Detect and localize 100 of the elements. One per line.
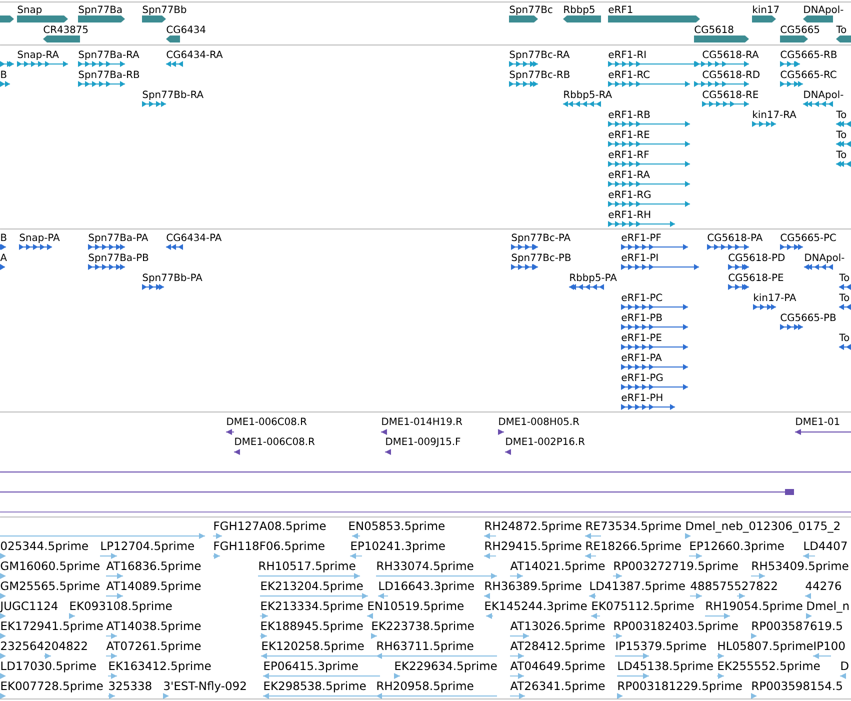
feature-label: To (836, 150, 846, 158)
feature-label: 44276 (806, 581, 842, 590)
feature-label: AT16836.5prime (106, 561, 201, 572)
feature-label: EK213334.5prime (261, 601, 363, 612)
feature-label: LP12704.5prime (101, 541, 194, 552)
feature-label: RP003272719.5prime (614, 561, 738, 572)
feature-label: LD41387.5prime (590, 581, 685, 592)
feature-label: RP003598154.5 (752, 681, 842, 690)
feature-label: DME1-008H05.R (499, 418, 580, 426)
feature-label: CG5618-RD (702, 70, 760, 78)
feature-label: RH20958.5prime (377, 681, 474, 692)
feature-label: CR43875 (44, 26, 88, 34)
feature-label: B (1, 234, 6, 241)
feature-label: eRF1-PF (622, 234, 661, 242)
feature-label: eRF1-RH (608, 210, 650, 218)
feature-label: FGH118F06.5prime (214, 541, 324, 552)
feature-label: RH10517.5prime (259, 561, 356, 572)
feature-label: CG5618-RE (702, 90, 758, 98)
feature-label: Spn77Bc-PA (512, 234, 570, 244)
feature-label: CG6434-PA (166, 234, 222, 242)
feature-label: CG5618-PE (728, 274, 784, 282)
feature-label: CG6434 (166, 26, 206, 34)
feature-label: Snap (18, 6, 42, 16)
feature-label: A (0, 254, 7, 261)
feature-label: Snap-PA (20, 234, 60, 244)
feature-label: 488575527822 (690, 581, 777, 590)
feature-label: Spn77Ba-RA (78, 50, 140, 60)
feature-label: DME1-014H19.R (382, 418, 462, 426)
feature-label: EN10519.5prime (368, 601, 464, 612)
feature-label: EN05853.5prime (349, 521, 444, 532)
feature-label: Spn77Bc-RB (510, 70, 570, 80)
feature-label: LD17030.5prime (1, 661, 96, 672)
feature-label: AT26341.5prime (510, 681, 605, 692)
feature-label: eRF1-RC (608, 70, 650, 78)
feature-label: RP003587619.5 (752, 621, 842, 630)
feature-label: RP003181229.5prime (618, 681, 742, 692)
feature-label: eRF1-PC (622, 294, 662, 302)
feature-label: To (836, 110, 846, 118)
feature-label: DME1-002P16.R (506, 438, 585, 446)
feature-label: 025344.5prime (0, 541, 88, 552)
feature-label: RH36389.5prime (485, 581, 582, 592)
feature-label: Rbbp5-PA (570, 273, 617, 284)
feature-label: EK298538.5prime (264, 681, 366, 692)
feature-label: To (836, 130, 846, 138)
feature-label: AT04649.5prime (510, 661, 605, 672)
feature-label: 3'EST-Nfly-092 (164, 681, 246, 692)
feature-label: eRF1-RE (608, 130, 650, 138)
feature-label: Spn77Ba-RB (78, 70, 140, 80)
feature-label: AT07261.5prime (106, 641, 201, 652)
feature-label: EK007728.5prime (1, 681, 103, 692)
feature-label: EK172941.5prime (1, 621, 103, 632)
feature-label: IP100 (814, 641, 845, 650)
feature-label: EK120258.5prime (262, 641, 364, 652)
feature-label: CG5665-PB (780, 314, 836, 322)
feature-label: JUGC1124 (0, 601, 58, 612)
feature-label: To (839, 274, 850, 282)
feature-label: Spn77Bb-RA (142, 90, 204, 100)
feature-label: DME1-006C08.R (227, 418, 307, 426)
feature-label: EK163412.5prime (109, 661, 211, 672)
feature-label: Snap-RA (18, 50, 59, 60)
feature-label: EK075112.5prime (592, 601, 694, 612)
feature-label: DNApol- (805, 253, 844, 264)
feature-label: Rbbp5-RA (564, 90, 612, 100)
feature-label: EK093108.5prime (70, 601, 172, 612)
feature-label: CG5618-RA (702, 50, 759, 58)
feature-label: eRF1-RI (608, 50, 646, 58)
feature-label: RE18266.5prime (586, 541, 681, 552)
feature-label: eRF1-RG (608, 190, 650, 198)
feature-label: AT14089.5prime (106, 581, 201, 592)
feature-label: D (841, 662, 848, 670)
feature-label: eRF1 (608, 6, 632, 14)
feature-label: CG5665-RC (780, 70, 836, 78)
feature-label: DME1-01 (796, 418, 840, 426)
feature-label: DNApol- (804, 90, 844, 100)
feature-label: EK213204.5prime (261, 581, 363, 592)
feature-label: IP15379.5prime (616, 641, 706, 652)
feature-label: Spn77Bc-PB (512, 254, 570, 264)
feature-label: eRF1-RA (608, 170, 650, 178)
feature-label: CG5618-PA (708, 234, 763, 242)
feature-label: eRF1-PE (622, 334, 662, 342)
feature-label: DME1-006C08.R (235, 438, 315, 446)
feature-label: CG5665-PC (780, 234, 836, 242)
feature-label: eRF1-PH (622, 394, 662, 402)
feature-label: RH29415.5prime (485, 541, 582, 552)
feature-label: EK229634.5prime (395, 661, 497, 672)
feature-label: Dmel_neb_012306_0175_2 (686, 521, 840, 533)
feature-label: RH63711.5prime (377, 641, 474, 652)
feature-label: EK188945.5prime (261, 621, 363, 632)
feature-label: RH53409.5prime (752, 561, 848, 572)
feature-label: EP12660.3prime (690, 541, 784, 552)
feature-label: eRF1-PA (622, 354, 662, 362)
feature-label: eRF1-PG (622, 374, 663, 382)
feature-label: RH19054.5prime (706, 601, 802, 612)
feature-label: CG5618 (694, 26, 734, 34)
feature-label: AT13026.5prime (510, 621, 605, 632)
feature-label: eRF1-PB (622, 314, 662, 322)
feature-label: kin17 (753, 5, 779, 13)
feature-label: GM25565.5prime (0, 581, 100, 592)
feature-label: CG5665-RB (780, 50, 836, 58)
feature-label: RH24872.5prime (485, 521, 582, 532)
